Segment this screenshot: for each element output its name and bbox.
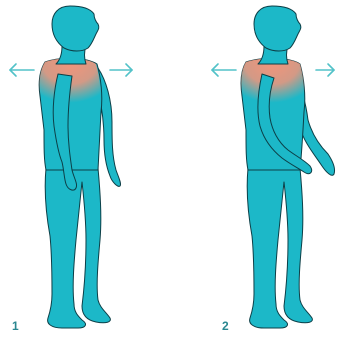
figure-2: 2 xyxy=(212,6,335,333)
figure-1-legs xyxy=(45,168,110,328)
figure-2-legs xyxy=(247,168,312,328)
figure-1-step-label: 1 xyxy=(12,319,19,333)
figure-2-step-label: 2 xyxy=(222,319,229,333)
figure-1-right-arrow xyxy=(110,64,132,76)
figure-2-head xyxy=(254,6,301,51)
figure-1: 1 xyxy=(10,6,132,333)
figure-1-head xyxy=(52,6,99,51)
figure-2-left-arrow xyxy=(212,64,236,76)
figure-2-right-arrow xyxy=(316,64,334,76)
figure-1-left-arrow xyxy=(10,64,34,76)
